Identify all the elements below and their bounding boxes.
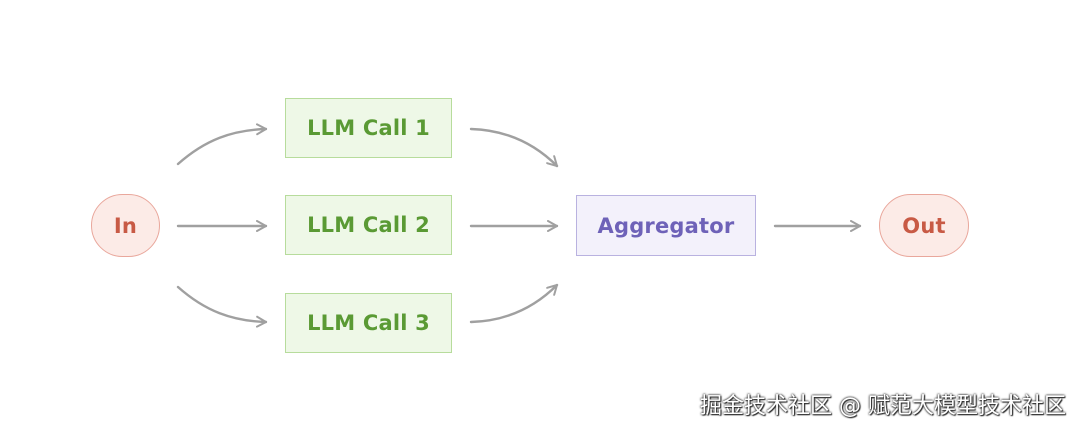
watermark: 掘金技术社区 @ 赋范大模型技术社区 [700, 394, 1066, 419]
input-node-label: In [113, 213, 138, 238]
arrow-llm3-to-aggregator [469, 283, 559, 324]
aggregator-label: Aggregator [597, 213, 735, 238]
arrow-in-to-llm1 [176, 123, 268, 166]
input-node: In [91, 194, 160, 257]
llm-call-2-node: LLM Call 2 [285, 195, 452, 255]
llm-call-3-label: LLM Call 3 [307, 311, 430, 335]
arrow-in-to-llm3 [176, 285, 268, 328]
output-node: Out [879, 194, 969, 257]
output-node-label: Out [902, 213, 946, 238]
aggregator-node: Aggregator [576, 195, 756, 256]
arrow-llm1-to-aggregator [469, 127, 559, 168]
llm-call-1-label: LLM Call 1 [307, 116, 430, 140]
llm-call-3-node: LLM Call 3 [285, 293, 452, 353]
llm-call-1-node: LLM Call 1 [285, 98, 452, 158]
llm-call-2-label: LLM Call 2 [307, 213, 430, 237]
